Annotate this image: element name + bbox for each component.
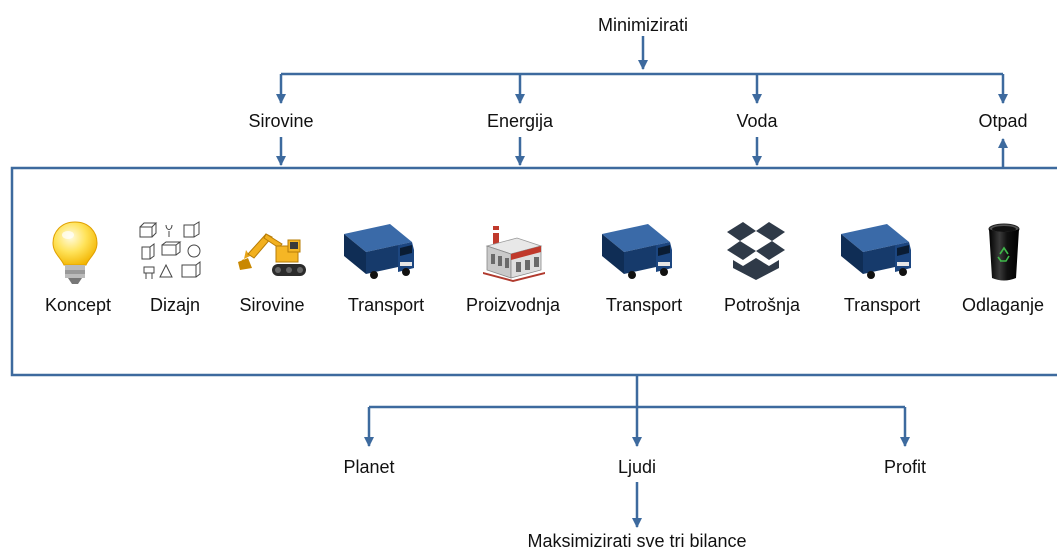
stage-label-transport-2: Transport	[605, 295, 683, 315]
stage-label-proizvodnja: Proizvodnja	[465, 295, 561, 315]
stage-label-sirovine: Sirovine	[239, 295, 305, 315]
stage-label-transport-3: Transport	[843, 295, 921, 315]
excavator-icon	[238, 233, 306, 276]
factory-icon	[483, 226, 545, 282]
sketch-icon	[139, 221, 201, 279]
output-label-planet: Planet	[343, 457, 395, 477]
truck-icon	[344, 224, 414, 279]
truck-icon	[602, 224, 672, 279]
stage-label-odlaganje: Odlaganje	[961, 295, 1045, 315]
output-label-otpad: Otpad	[978, 111, 1028, 131]
lifecycle-box	[10, 166, 1057, 377]
open-box-icon	[727, 222, 785, 280]
output-label-profit: Profit	[883, 457, 927, 477]
input-label-energija: Energija	[486, 111, 554, 131]
stage-label-transport-1: Transport	[347, 295, 425, 315]
lightbulb-icon	[52, 221, 98, 284]
recycle-bin-icon	[988, 223, 1020, 281]
maximize-label: Maksimizirati sve tri bilance	[527, 531, 747, 551]
stage-label-potrosnja: Potrošnja	[723, 295, 801, 315]
input-label-voda: Voda	[736, 111, 778, 131]
input-label-sirovine: Sirovine	[248, 111, 314, 131]
stage-label-koncept: Koncept	[44, 295, 112, 315]
minimize-label: Minimizirati	[598, 15, 688, 35]
output-label-ljudi: Ljudi	[617, 457, 657, 477]
truck-icon	[841, 224, 911, 279]
stage-label-dizajn: Dizajn	[149, 295, 201, 315]
